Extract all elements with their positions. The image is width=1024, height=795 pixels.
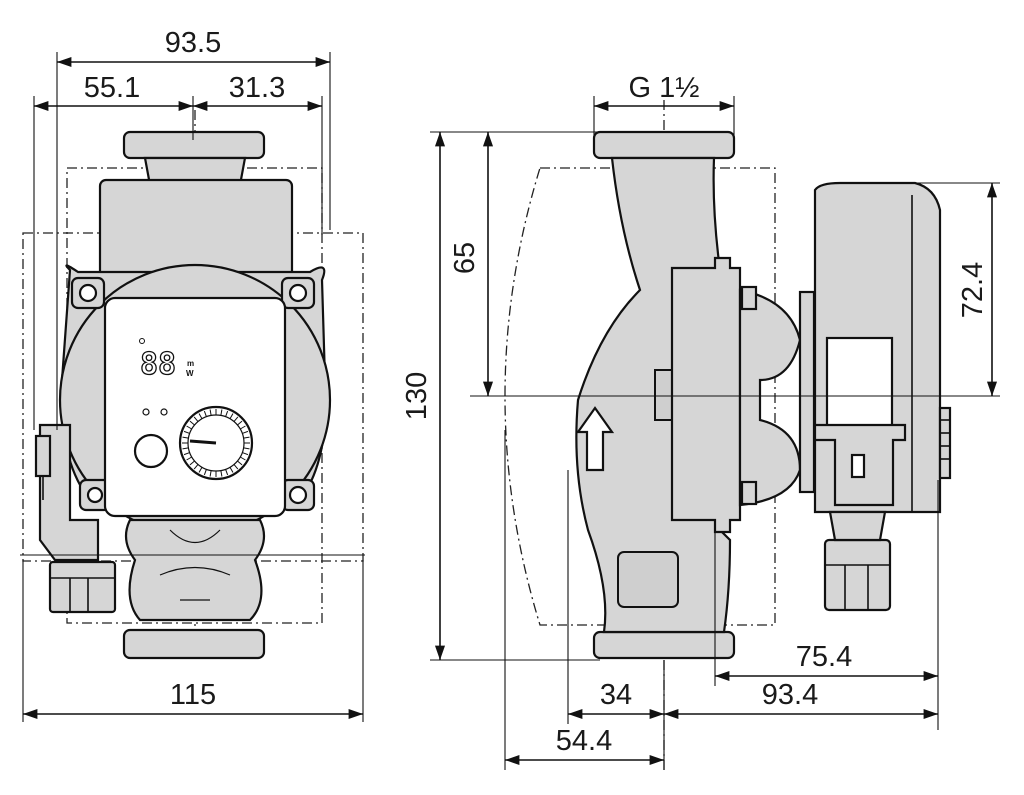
adapter-collar: [798, 290, 816, 494]
knob-tick: [203, 410, 207, 417]
knob-tick: [237, 460, 243, 466]
control-panel: [103, 296, 287, 518]
bolt-top-left: [70, 276, 106, 310]
connector-neck: [828, 510, 887, 542]
cable-clamp: [34, 434, 52, 478]
knob-tick: [198, 466, 203, 473]
knob-tick: [242, 430, 249, 434]
bolt-top-right: [280, 276, 316, 310]
knob-tick: [209, 470, 212, 477]
bottom-flange: [122, 628, 266, 660]
knob-tick: [203, 469, 207, 476]
dim-label-75-4: 75.4: [796, 641, 852, 673]
control-button: [133, 433, 169, 469]
knob-tick: [198, 413, 203, 420]
terminal-box: [38, 423, 100, 562]
indicator-led-right: [160, 408, 168, 416]
front-dimensions: 93.5 55.1 31.3 115: [22, 27, 364, 722]
knob-tick: [237, 420, 243, 426]
connector-plug: [48, 560, 117, 614]
display-readout: 88 m W: [139, 338, 194, 383]
knob-tick: [233, 416, 239, 422]
display-digits: 88: [140, 347, 176, 382]
knob-tick: [193, 464, 199, 470]
knob-tick: [229, 413, 234, 420]
knob-tick: [189, 420, 195, 426]
display-unit-bottom: W: [186, 369, 194, 378]
bolt-bottom-right: [280, 478, 316, 512]
knob-tick: [186, 456, 193, 461]
knob-tick: [242, 452, 249, 456]
top-flange: [122, 130, 266, 160]
dim-label-31-3: 31.3: [229, 72, 285, 104]
knob-tick: [233, 464, 239, 470]
lower-housing: [124, 518, 266, 622]
knob-tick: [182, 436, 189, 439]
motor-fins: [938, 406, 952, 480]
knob-tick: [229, 466, 234, 473]
knob-tick: [186, 425, 193, 430]
control-knob: [178, 405, 254, 481]
side-view: [470, 100, 1000, 770]
side-outline-dashed: [504, 167, 776, 626]
dim-label-93-5: 93.5: [165, 27, 221, 59]
mounting-plate: [670, 256, 742, 534]
dim-label-34: 34: [600, 679, 632, 711]
plug-clip-window: [850, 453, 866, 479]
knob-tick: [182, 447, 189, 450]
dim-label-65: 65: [449, 242, 481, 274]
motor-box-label-area: [825, 336, 894, 430]
side-connector: [823, 538, 892, 612]
adapter-bolt-bottom: [740, 480, 758, 506]
front-view: 88 m W: [20, 110, 365, 660]
knob-tick: [189, 460, 195, 466]
knob-tick: [193, 416, 199, 422]
knob-tick: [243, 436, 250, 439]
knob-tick: [225, 469, 229, 476]
dim-label-thread: G 1½: [629, 72, 700, 104]
knob-tick: [239, 425, 246, 430]
knob-tick: [183, 452, 190, 456]
knob-tick: [239, 456, 246, 461]
side-dimensions: G 1½ 130 65 72.4 75.4 93.4 34 54.4: [401, 72, 1000, 770]
knob-tick: [209, 409, 212, 416]
display-unit-top: m: [187, 359, 194, 368]
side-top-flange: [592, 130, 736, 160]
dim-label-72-4: 72.4: [957, 262, 989, 318]
side-window-lower: [617, 551, 679, 608]
dim-label-55-1: 55.1: [84, 72, 140, 104]
knob-tick: [220, 470, 223, 477]
indicator-led-left: [142, 408, 150, 416]
dim-label-130: 130: [401, 372, 433, 420]
knob-tick: [225, 410, 229, 417]
adapter-bolt-top: [740, 285, 758, 311]
dim-label-93-4: 93.4: [762, 679, 818, 711]
dim-label-54-4: 54.4: [556, 725, 612, 757]
adapter: [738, 288, 802, 507]
knob-tick: [183, 430, 190, 434]
dim-label-115: 115: [170, 679, 216, 711]
knob-tick: [243, 447, 250, 450]
flow-direction-arrow: [575, 406, 615, 472]
side-bottom-flange: [592, 630, 736, 660]
knob-tick: [220, 409, 223, 416]
